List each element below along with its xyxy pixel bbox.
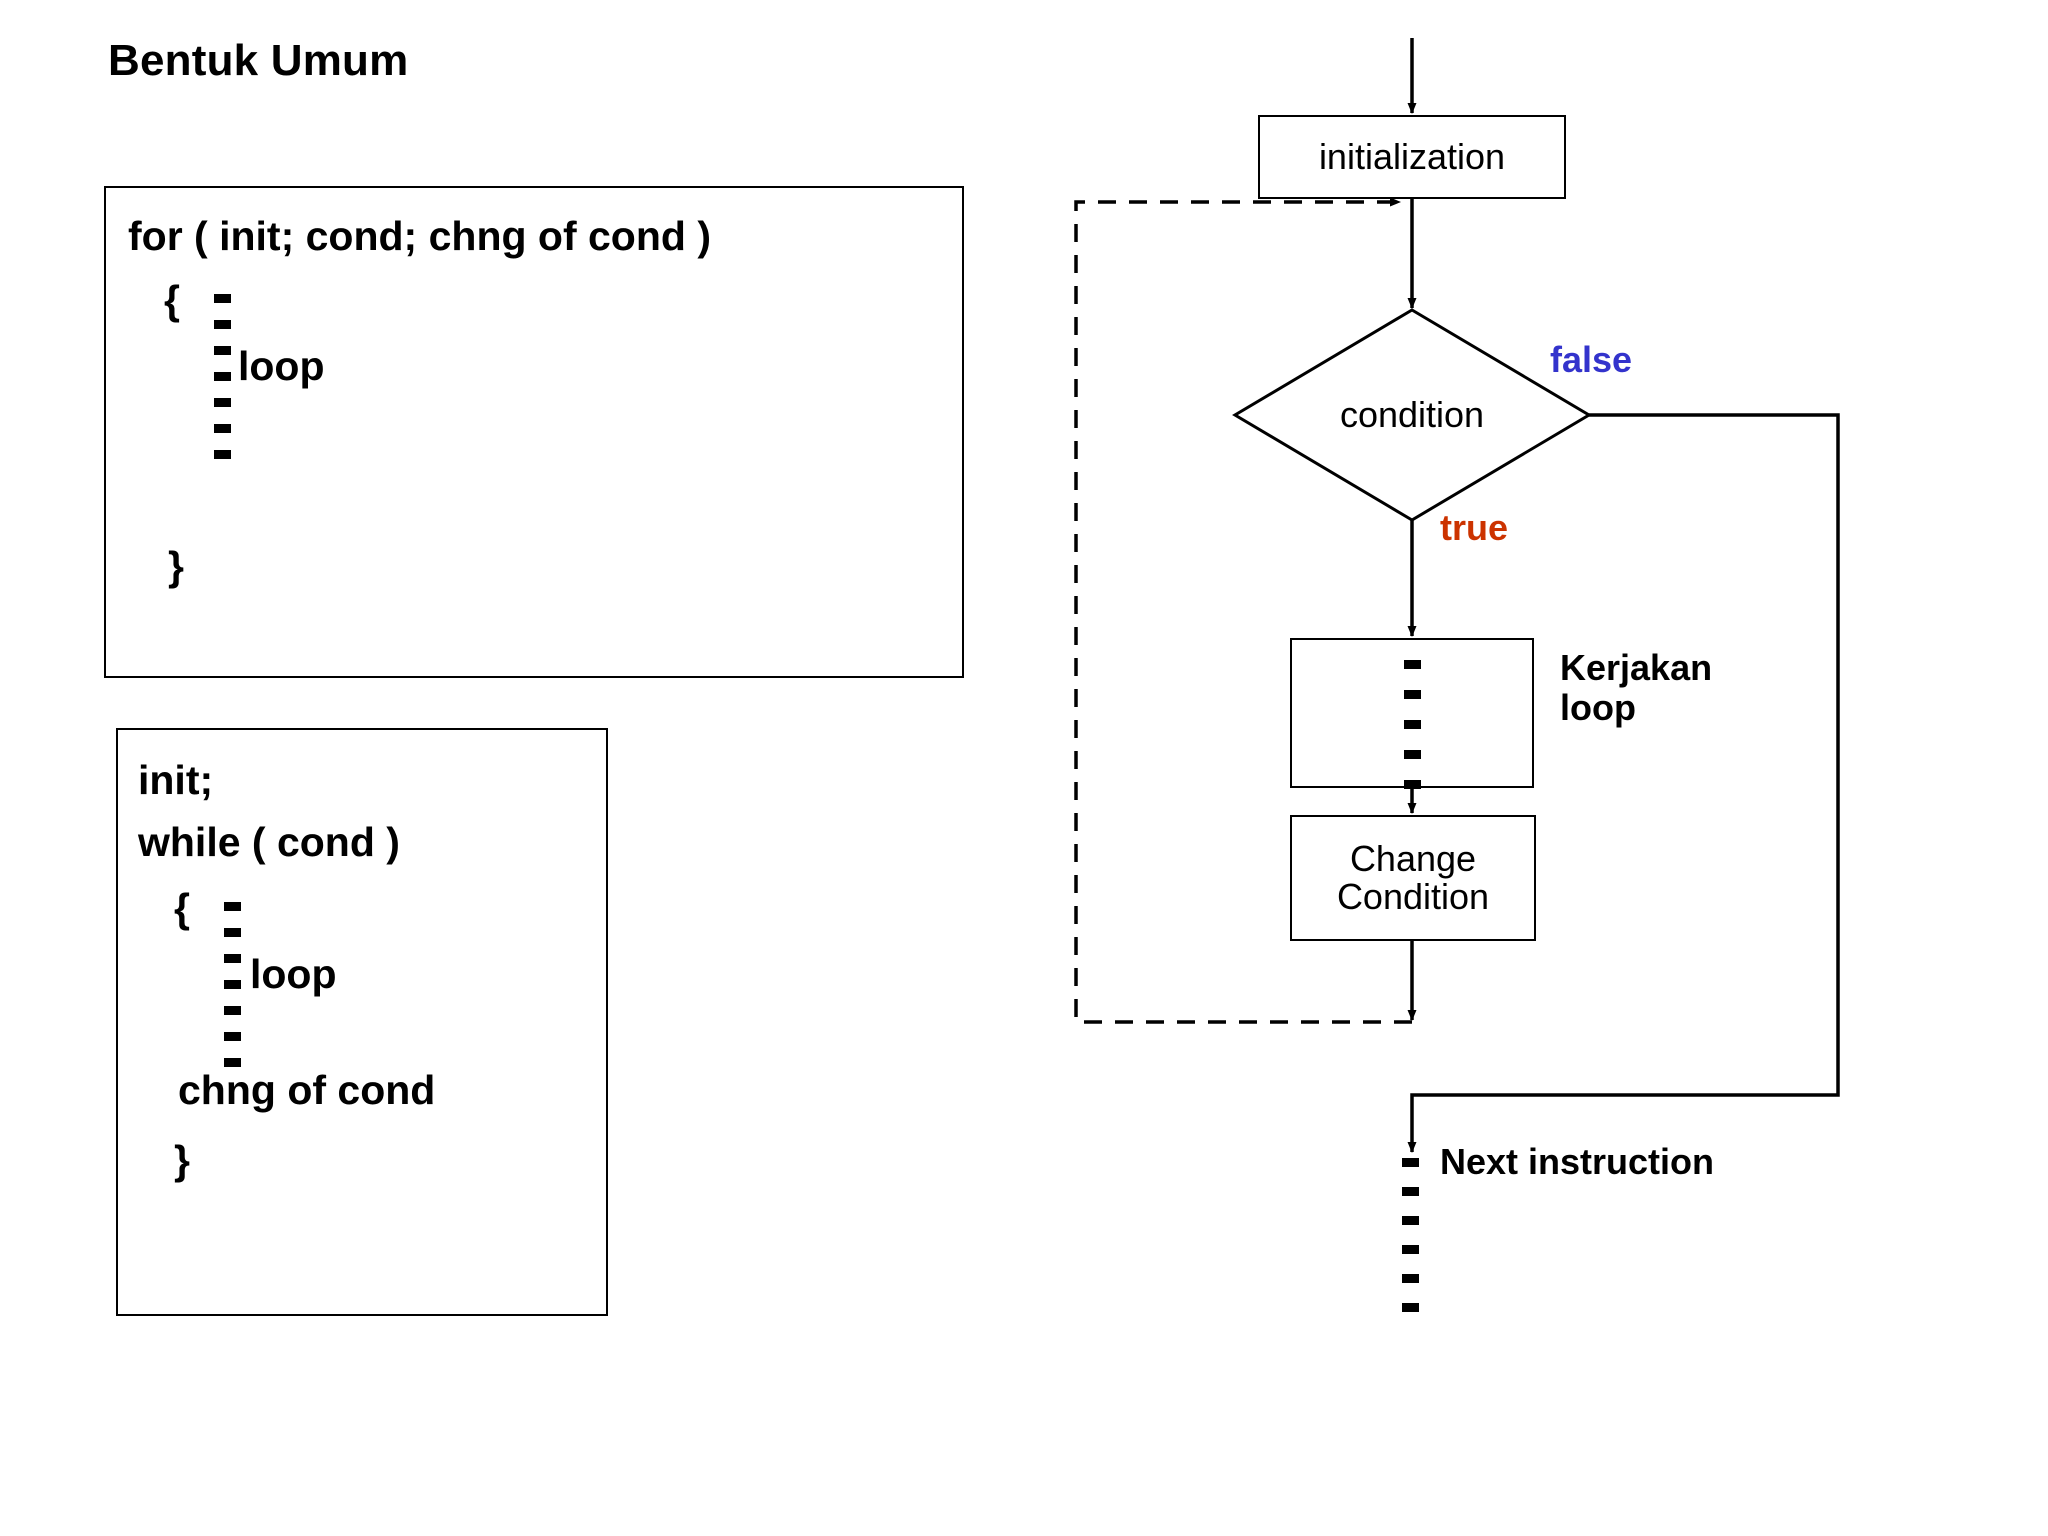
code-line-init: init;	[138, 757, 214, 803]
ellipsis-dot	[214, 372, 231, 381]
edge-label-false: false	[1550, 339, 1633, 380]
ellipsis-dots-loop-body	[1404, 660, 1421, 789]
edge-condition-false-exit	[1407, 413, 1840, 1153]
flow-node-change-condition[interactable]: Change Condition	[1290, 815, 1536, 941]
ellipsis-dot	[1402, 1158, 1419, 1167]
code-line-close-brace: }	[168, 543, 184, 589]
ellipsis-dot	[224, 980, 241, 989]
code-line-open-brace: {	[164, 277, 180, 323]
ellipsis-dot	[224, 954, 241, 963]
edge-feedback-loop-dashed	[1074, 197, 1412, 1024]
code-line-for-header: for ( init; cond; chng of cond )	[128, 213, 711, 259]
ellipsis-dot	[224, 1058, 241, 1067]
ellipsis-dot	[1402, 1187, 1419, 1196]
ellipsis-dot	[214, 346, 231, 355]
ellipsis-dot	[1402, 1274, 1419, 1283]
ellipsis-dot	[214, 398, 231, 407]
ellipsis-dot	[1402, 1245, 1419, 1254]
ellipsis-dot	[1404, 780, 1421, 789]
ellipsis-dot	[224, 928, 241, 937]
code-line-open-brace: {	[174, 885, 190, 931]
flowchart-connectors	[1074, 38, 1840, 1153]
condition-diamond-shape	[1232, 308, 1592, 522]
ellipsis-dots-next-instruction	[1402, 1158, 1419, 1312]
ellipsis-dot	[1404, 720, 1421, 729]
ellipsis-dot	[214, 294, 231, 303]
ellipsis-dot	[1402, 1303, 1419, 1312]
flow-node-initialization[interactable]: initialization	[1258, 115, 1566, 199]
page-title: Bentuk Umum	[108, 36, 409, 85]
code-block-while-loop: init; while ( cond ) { loop chng of cond…	[116, 728, 608, 1316]
ellipsis-dot	[214, 424, 231, 433]
ellipsis-dots-for-body	[214, 294, 231, 459]
ellipsis-dot	[224, 1006, 241, 1015]
ellipsis-dot	[224, 1032, 241, 1041]
ellipsis-dot	[214, 320, 231, 329]
code-line-loop-label: loop	[250, 951, 337, 997]
code-line-close-brace: }	[174, 1137, 190, 1183]
ellipsis-dot	[214, 450, 231, 459]
loop-flowchart: initialization condition false true Kerj…	[1000, 0, 2048, 1400]
ellipsis-dot	[1404, 660, 1421, 669]
code-line-change-condition: chng of cond	[178, 1067, 436, 1113]
code-line-while-header: while ( cond )	[138, 819, 400, 865]
flow-node-condition-label: condition	[1339, 394, 1485, 435]
ellipsis-dots-while-body	[224, 902, 241, 1067]
ellipsis-dot	[224, 902, 241, 911]
flow-node-initialization-label: initialization	[1318, 135, 1506, 177]
flow-node-change-condition-label: Change Condition	[1336, 837, 1490, 917]
ellipsis-dot	[1404, 750, 1421, 759]
ellipsis-dot	[1402, 1216, 1419, 1225]
annotation-kerjakan-loop: Kerjakan loop	[1560, 647, 1713, 729]
ellipsis-dot	[1404, 690, 1421, 699]
annotation-next-instruction: Next instruction	[1440, 1141, 1715, 1182]
code-line-loop-label: loop	[238, 343, 325, 389]
code-block-for-loop: for ( init; cond; chng of cond ) { loop …	[104, 186, 964, 678]
edge-label-true: true	[1440, 507, 1509, 548]
